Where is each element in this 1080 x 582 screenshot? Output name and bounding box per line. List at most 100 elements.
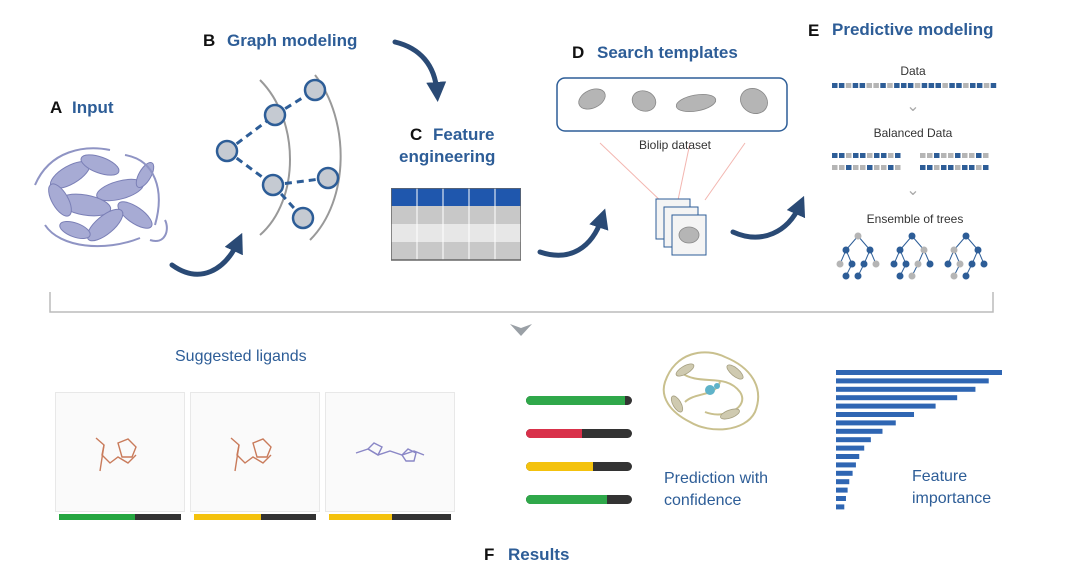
balanced-cell	[860, 153, 866, 158]
balanced-cell	[955, 153, 961, 158]
tree-node	[908, 232, 916, 240]
graph-diagram	[215, 74, 342, 241]
balanced-cell	[976, 165, 982, 170]
importance-bar	[836, 470, 853, 476]
importance-bar	[836, 454, 860, 459]
data-strip	[832, 83, 997, 88]
ring	[117, 438, 137, 458]
tree-node	[902, 260, 910, 268]
results-bracket	[49, 292, 994, 313]
importance-bar	[836, 479, 850, 485]
tree-node	[956, 260, 964, 268]
tree-node	[908, 272, 916, 280]
balanced-cell	[969, 165, 975, 170]
feature-table	[391, 188, 521, 261]
importance-bar	[836, 445, 865, 451]
ligand-card	[55, 392, 185, 520]
balanced-cell	[888, 165, 894, 170]
data-cell	[866, 83, 872, 88]
data-cell	[838, 83, 845, 88]
ligand-score-fill	[329, 514, 393, 520]
importance-bar	[836, 370, 1002, 375]
balanced-cell	[839, 165, 845, 170]
balanced-cell	[853, 165, 859, 170]
feature-label-line1: Feature	[912, 468, 968, 485]
tree-node	[842, 246, 850, 254]
data-cell	[983, 83, 990, 88]
ligand-score-strip	[59, 514, 181, 520]
confidence-fill	[526, 495, 607, 504]
tree-node	[926, 260, 934, 268]
balanced-cell	[860, 165, 866, 170]
section-c-title-line2: engineering	[399, 147, 496, 166]
confidence-fill	[526, 462, 593, 471]
tree-node	[944, 260, 952, 268]
tree-node	[980, 260, 988, 268]
data-cell	[942, 83, 948, 88]
importance-bar	[836, 437, 871, 443]
importance-bar	[836, 386, 976, 392]
data-cell	[887, 83, 893, 88]
template-stack	[655, 198, 707, 256]
data-cell	[873, 83, 879, 88]
ring	[252, 438, 272, 458]
balanced-cell	[888, 153, 894, 158]
confidence-bar	[526, 396, 632, 405]
section-c-letter: C	[410, 125, 423, 144]
balanced-cell	[948, 165, 954, 170]
ligand-structure-icon	[230, 437, 272, 472]
input-protein-image	[34, 147, 168, 248]
balanced-cell	[941, 165, 947, 170]
data-cell	[832, 83, 838, 88]
section-d-letter: D	[572, 43, 585, 62]
tree-node	[860, 260, 868, 268]
tree-node	[890, 260, 898, 268]
ligand-score-strip	[194, 514, 316, 520]
section-c-title-line1: Feature	[433, 125, 495, 144]
balanced-cell	[881, 153, 887, 158]
balanced-cell	[867, 165, 873, 170]
importance-bar	[836, 487, 848, 493]
dataset-label: Biolip dataset	[638, 138, 712, 152]
arrow-features-to-templates	[537, 208, 609, 258]
data-cell	[990, 83, 997, 88]
ligand-structure-icon	[95, 437, 137, 472]
balanced-cell	[920, 153, 926, 158]
data-cell	[914, 83, 921, 88]
importance-bar	[836, 462, 856, 468]
arrow-templates-to-model	[730, 195, 806, 240]
ligand-structure-icon	[355, 442, 425, 462]
ligand-score-fill	[59, 514, 135, 520]
tree-node	[854, 272, 862, 280]
balanced-cell	[934, 153, 940, 158]
data-cell	[901, 83, 907, 88]
tree-node	[962, 272, 970, 280]
data-cell	[956, 83, 962, 88]
balanced-cell	[927, 153, 933, 158]
section-f-title: Results	[508, 545, 570, 564]
balanced-cell	[941, 153, 947, 158]
balanced-data-label: Balanced Data	[873, 126, 953, 140]
tree-node	[896, 272, 904, 280]
data-cell	[845, 83, 852, 88]
tree-node	[836, 260, 844, 268]
data-cell	[935, 83, 941, 88]
arrow-input-to-graph	[169, 232, 243, 277]
tree-node	[848, 260, 856, 268]
ensemble-trees	[836, 232, 988, 280]
step-chevron-1: ⌄	[906, 98, 920, 115]
bond	[234, 444, 240, 472]
balanced-cell	[983, 165, 989, 170]
arrow-graph-to-features	[392, 39, 447, 102]
balanced-cell	[948, 153, 954, 158]
section-f-letter: F	[484, 545, 495, 564]
balanced-cell	[874, 153, 880, 158]
tree-node	[914, 260, 922, 268]
ring	[401, 448, 417, 462]
balanced-cell	[962, 165, 968, 170]
data-cell	[880, 83, 886, 88]
balanced-cell	[895, 165, 901, 170]
tree-node	[920, 246, 928, 254]
importance-bar	[836, 378, 989, 384]
balanced-cell	[895, 153, 901, 158]
